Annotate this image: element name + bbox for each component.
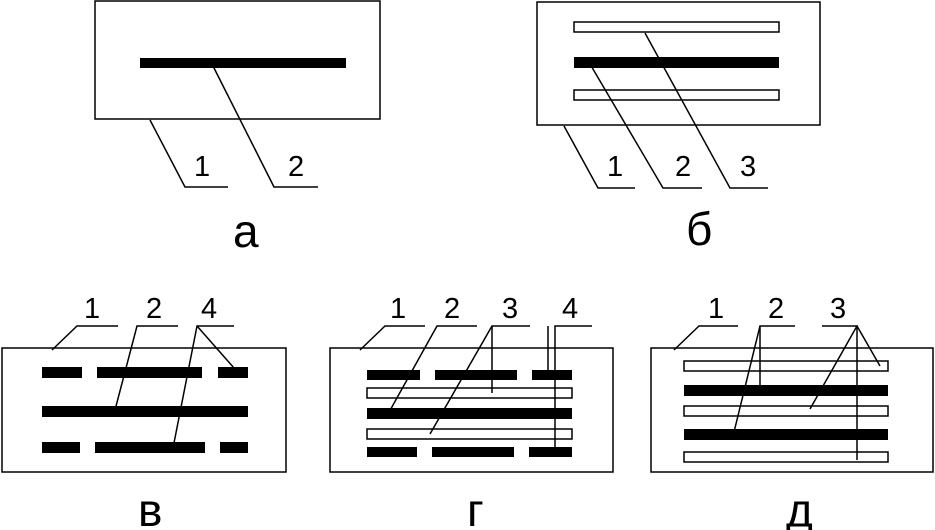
segment-top-2-g [435,370,517,380]
leader-2-b [589,63,702,189]
diagram-a: 1 2 а [94,0,381,257]
segment-top-3-g [532,370,572,380]
caption-a: а [233,205,259,257]
conductor-layer-mid-v [42,406,248,417]
label-2-b: 2 [675,151,691,183]
leader-1-v [51,325,118,351]
leader-2-a [211,63,318,188]
label-1-d: 1 [708,293,724,325]
outline-layer-upper-g [366,387,573,399]
caption-b: б [686,203,712,255]
segment-top-3-v [218,367,248,378]
conductor-layer-mid-g [367,408,572,419]
label-3-b: 3 [740,151,756,183]
leader-1-d [673,325,738,351]
leader-4-g [554,325,592,452]
label-4-v: 4 [201,293,217,325]
leader-2-g [387,325,477,415]
segment-top-1-g [367,370,420,380]
leader-2-v [114,325,178,411]
leader-1-a [149,119,228,188]
caption-d: д [786,484,813,530]
outline-layer-lower-g [366,428,573,440]
diagram-v: 1 2 4 в [1,293,287,530]
diagram-g: 1 2 3 4 г [329,293,614,530]
label-2-g: 2 [444,293,460,325]
caption-v: в [138,484,162,530]
label-1-a: 1 [194,151,210,183]
label-2-d: 2 [768,293,784,325]
segment-bot-1-g [367,447,417,457]
label-3-g: 3 [502,293,518,325]
label-4-g: 4 [562,293,578,325]
outline-layer-1-d [683,360,889,372]
segment-bot-2-v [95,442,205,453]
leader-3c-d [856,325,881,367]
label-2-a: 2 [288,151,304,183]
label-3-d: 3 [830,293,846,325]
label-1-g: 1 [390,293,406,325]
segment-top-1-v [42,367,82,378]
leader-4b-v [196,325,235,369]
leader-1-g [359,325,425,351]
segment-top-2-v [97,367,202,378]
conductor-layer-b [574,57,779,68]
segment-bot-3-v [220,442,248,453]
label-1-v: 1 [84,293,100,325]
conductor-layer-a [140,58,346,68]
segment-bot-1-v [42,442,80,453]
diagram-d: 1 2 3 д [650,293,934,530]
outline-layer-2-d [683,405,889,417]
caption-g: г [467,484,484,530]
segment-bot-2-g [432,447,514,457]
diagram-b: 1 2 3 б [536,1,821,255]
leader-1-b [563,125,635,189]
outline-layer-3-d [683,451,889,463]
segment-bot-3-g [529,447,572,457]
outline-layer-top-b [573,21,780,33]
leader-3-b [644,32,768,189]
label-2-v: 2 [146,293,162,325]
conductor-layer-2-d [684,429,888,440]
label-1-b: 1 [607,151,623,183]
conductor-layer-1-d [684,385,888,396]
